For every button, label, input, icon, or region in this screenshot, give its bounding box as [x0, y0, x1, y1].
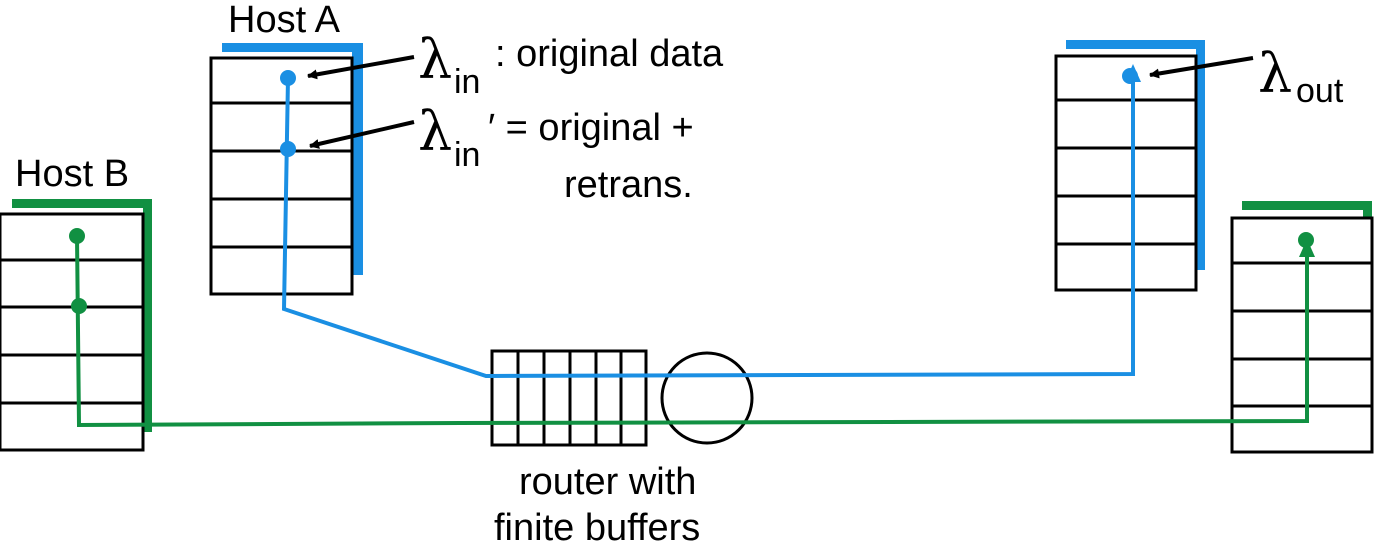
svg-text:in: in — [454, 136, 480, 174]
lambda-in-prime-arrow — [309, 120, 415, 149]
svg-text:λ: λ — [418, 100, 452, 163]
lambda-in-label: λ in : original data — [418, 28, 724, 101]
receiver-green-point — [1298, 232, 1314, 248]
host-a-box — [209, 56, 354, 296]
receiver-green-box — [1230, 216, 1374, 454]
lambda-in-description: : original data — [495, 33, 724, 75]
lambda-in-prime-label: λ in ′ = original + retrans. — [418, 100, 694, 206]
router-buffer — [490, 349, 648, 447]
svg-text:out: out — [1296, 72, 1344, 110]
lambda-out-label: λ out — [1258, 42, 1344, 110]
lambda-in-prime-point — [280, 141, 296, 157]
host-b-retrans-point — [71, 298, 87, 314]
svg-text:λ: λ — [1258, 42, 1292, 105]
host-b: Host B — [0, 153, 152, 452]
svg-text:in: in — [454, 63, 480, 101]
host-b-box — [0, 212, 145, 452]
lambda-out-arrow — [1149, 56, 1254, 79]
host-b-flow-path — [75, 235, 1315, 428]
router-caption-line1: router with — [519, 461, 696, 503]
lambda-in-prime-continued: retrans. — [564, 164, 693, 206]
lambda-in-arrow — [307, 55, 415, 80]
lambda-out-point — [1122, 68, 1138, 84]
router-link — [660, 351, 754, 445]
host-a-shadow-top — [222, 43, 363, 52]
lambda-in-prime-equation: ′ = original + — [488, 107, 694, 149]
receiver-green — [1230, 201, 1374, 454]
host-a: Host A — [209, 0, 363, 296]
lambda-in-point — [280, 70, 296, 86]
host-a-shadow-side — [352, 43, 363, 275]
host-b-shadow-side — [143, 199, 152, 432]
host-b-label: Host B — [15, 153, 129, 195]
receiver-blue-box — [1054, 54, 1198, 292]
host-b-send-point — [69, 228, 85, 244]
host-a-label: Host A — [228, 0, 341, 41]
receiver-blue — [1054, 40, 1205, 292]
host-b-shadow-top — [12, 199, 152, 208]
host-a-flow-path — [281, 64, 1141, 379]
svg-text:λ: λ — [418, 28, 452, 91]
router-caption-line2: finite buffers — [494, 507, 700, 549]
